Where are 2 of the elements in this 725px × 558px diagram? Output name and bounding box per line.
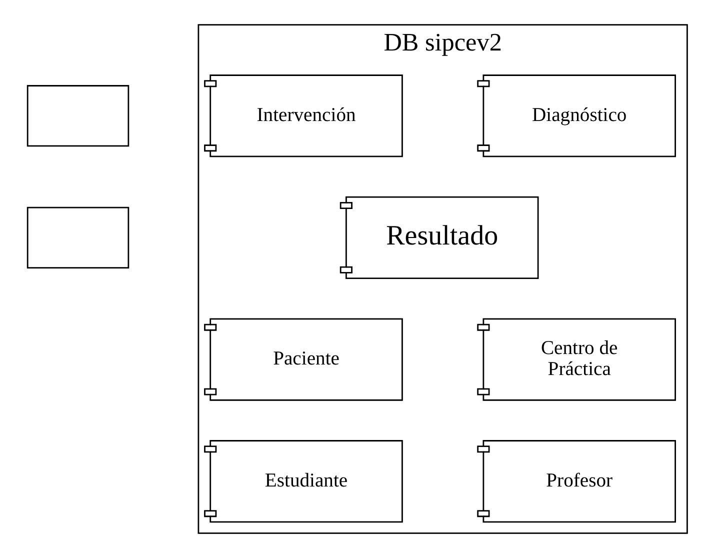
node-box <box>26 85 129 147</box>
node-box <box>26 206 129 268</box>
